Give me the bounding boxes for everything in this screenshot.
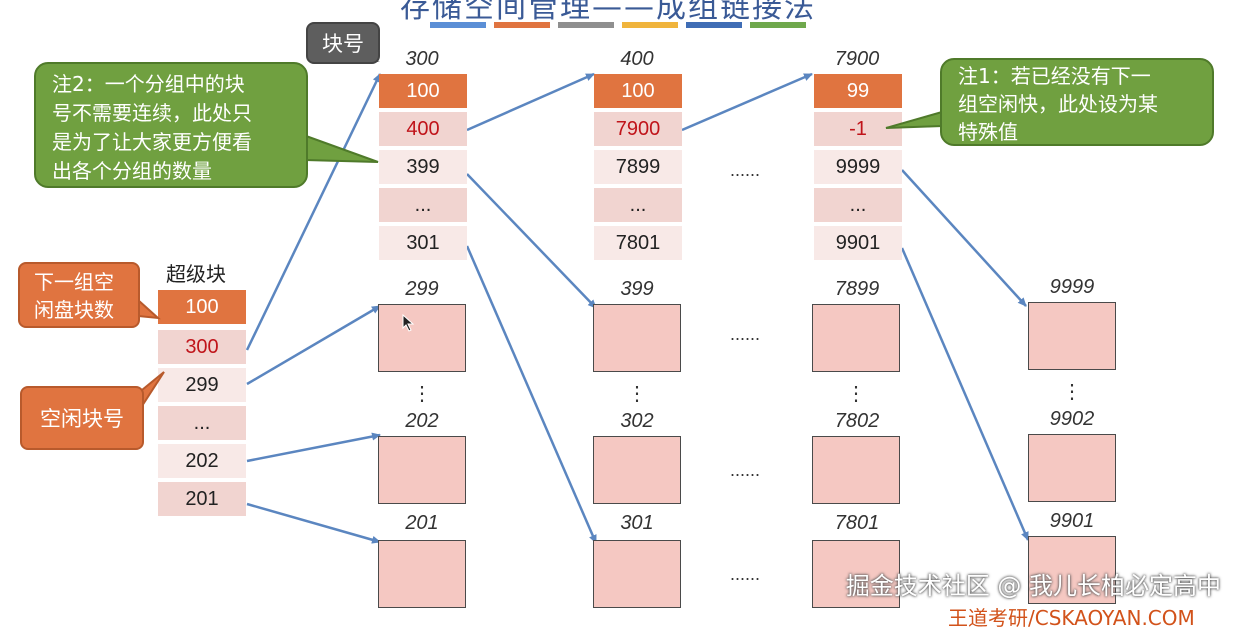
disk-block <box>378 436 466 504</box>
group2-cell: 7801 <box>594 226 682 260</box>
block-label: 9902 <box>1049 408 1095 430</box>
free-block-no-text: 空闲块号 <box>40 407 124 431</box>
superblock-cell: 201 <box>158 482 246 516</box>
title-bar-4 <box>622 22 678 28</box>
arrow-g1-399 <box>466 173 597 309</box>
group1-label: 300 <box>405 48 439 70</box>
arrow-super-201 <box>246 502 381 544</box>
arrow-super-202 <box>246 432 381 463</box>
block-label: 201 <box>405 512 439 534</box>
group3-label: 7900 <box>834 48 880 70</box>
block-label: 202 <box>405 410 439 432</box>
arrow-super-299 <box>246 304 381 386</box>
group1-cell-count: 100 <box>379 74 467 108</box>
superblock-label: 超级块 <box>166 262 226 286</box>
arrow-g2-7900 <box>681 72 813 132</box>
disk-block <box>378 540 466 608</box>
block-label: 9901 <box>1049 510 1095 532</box>
disk-block <box>812 436 900 504</box>
title-bar-1 <box>430 22 486 28</box>
group1-cell: ... <box>379 188 467 222</box>
title-bar-5 <box>686 22 742 28</box>
block-label: 399 <box>620 278 654 300</box>
pointer-next-count <box>137 297 161 320</box>
block-label: 7801 <box>834 512 880 534</box>
disk-block <box>1028 302 1116 370</box>
arrow-g3-9901 <box>900 247 1030 541</box>
mouse-cursor-icon <box>402 314 415 332</box>
group3-cell: 9999 <box>814 150 902 184</box>
superblock-cell-next: 300 <box>158 330 246 364</box>
page-title: 存储空间管理——成组链接法 <box>400 0 816 25</box>
next-group-count-text: 下一组空 闲盘块数 <box>34 270 114 322</box>
note2-callout: 注2：一个分组中的块 号不需要连续，此处只 是为了让大家更方便看 出各个分组的数… <box>34 62 308 188</box>
title-bar-3 <box>558 22 614 28</box>
disk-block <box>1028 434 1116 502</box>
disk-block <box>593 436 681 504</box>
arrow-g1-301 <box>465 245 598 544</box>
pointer-note1 <box>885 110 943 129</box>
block-label: 9999 <box>1049 276 1095 298</box>
disk-block <box>1028 536 1116 604</box>
disk-block <box>812 304 900 372</box>
callout-pointers <box>137 54 943 410</box>
block-label: 7899 <box>834 278 880 300</box>
block-label: 299 <box>405 278 439 300</box>
group2-label: 400 <box>620 48 654 70</box>
block-number-callout-text: 块号 <box>322 32 364 56</box>
title-bar-2 <box>494 22 550 28</box>
free-block-no-callout: 空闲块号 <box>20 386 144 450</box>
arrow-g1-400 <box>466 72 595 132</box>
note1-text: 注1：若已经没有下一 组空闲快，此处设为某 特殊值 <box>958 64 1158 144</box>
title-bar-6 <box>750 22 806 28</box>
next-group-count-callout: 下一组空 闲盘块数 <box>18 262 140 328</box>
disk-block <box>593 540 681 608</box>
note2-text: 注2：一个分组中的块 号不需要连续，此处只 是为了让大家更方便看 出各个分组的数… <box>52 72 252 183</box>
disk-block <box>812 540 900 608</box>
group1-cell-next: 400 <box>379 112 467 146</box>
disk-block <box>378 304 466 372</box>
arrow-g3-9999 <box>901 169 1027 307</box>
group1-cell: 301 <box>379 226 467 260</box>
block-label: 302 <box>620 410 654 432</box>
group3-cell-count: 99 <box>814 74 902 108</box>
note1-callout: 注1：若已经没有下一 组空闲快，此处设为某 特殊值 <box>940 58 1214 146</box>
block-number-callout: 块号 <box>306 22 380 64</box>
superblock-cell-count: 100 <box>158 290 246 324</box>
horizontal-ellipsis: ...... <box>730 324 761 344</box>
pointer-free-no <box>141 371 165 410</box>
pointer-note2 <box>305 134 379 163</box>
disk-block <box>593 304 681 372</box>
group2-cell: ... <box>594 188 682 222</box>
block-label: 301 <box>620 512 654 534</box>
group1-cell: 399 <box>379 150 467 184</box>
group2-cell: 7899 <box>594 150 682 184</box>
superblock-cell: 202 <box>158 444 246 478</box>
horizontal-ellipsis: ...... <box>730 160 761 180</box>
group2-cell-count: 100 <box>594 74 682 108</box>
superblock-cell: 299 <box>158 368 246 402</box>
group3-cell-next: -1 <box>814 112 902 146</box>
group2-cell-next: 7900 <box>594 112 682 146</box>
block-label: 7802 <box>834 410 880 432</box>
group3-cell: ... <box>814 188 902 222</box>
arrow-super-300 <box>245 73 382 351</box>
group3-cell: 9901 <box>814 226 902 260</box>
watermark-site: 王道考研/CSKAOYAN.COM <box>948 606 1195 630</box>
horizontal-ellipsis: ...... <box>730 460 761 480</box>
superblock-cell: ... <box>158 406 246 440</box>
connector-arrows <box>245 72 1030 544</box>
watermark: 掘金技术社区 @ 我儿长柏必定高中 <box>845 572 1221 600</box>
horizontal-ellipsis: ...... <box>730 564 761 584</box>
